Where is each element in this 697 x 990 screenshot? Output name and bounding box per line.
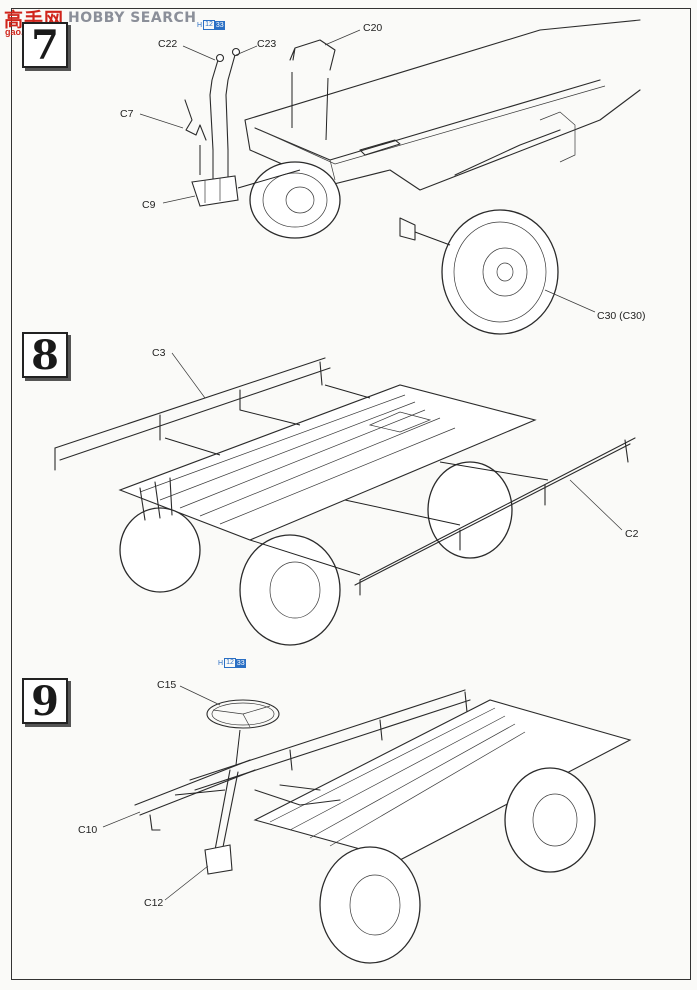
part-label-c15: C15: [157, 679, 177, 691]
step-8-drawing: [54, 357, 636, 646]
step-7-badge: 7: [22, 22, 68, 69]
paint-prefix: H: [218, 659, 224, 667]
step-9-drawing: [134, 689, 632, 964]
watermark-brand: HOBBY SEARCH: [68, 10, 197, 26]
part-label-c30: C30 (C30): [597, 310, 646, 322]
part-label-c10: C10: [78, 824, 98, 836]
part-label-c9: C9: [142, 199, 156, 211]
paint-prefix: H: [197, 21, 203, 29]
paint-code: 33: [214, 20, 225, 30]
part-label-c20: C20: [363, 22, 383, 34]
step-9-paint-ref: H 12 33: [218, 658, 246, 668]
paint-code: 12: [224, 658, 236, 668]
part-label-c12: C12: [144, 897, 164, 909]
paint-code: 12: [203, 20, 215, 30]
paint-code: 33: [235, 658, 246, 668]
part-label-c22: C22: [158, 38, 178, 50]
step-7-drawing: [184, 19, 641, 335]
step-9-badge: 9: [22, 678, 68, 725]
page-border: [11, 8, 691, 980]
part-label-c2: C2: [625, 528, 639, 540]
part-label-c7: C7: [120, 108, 134, 120]
watermark: 高手网 HOBBY SEARCH: [4, 4, 196, 32]
part-label-c3: C3: [152, 347, 166, 359]
step-7-paint-ref: H 12 33: [197, 20, 225, 30]
step-8-badge: 8: [22, 332, 68, 379]
part-label-c23: C23: [257, 38, 277, 50]
